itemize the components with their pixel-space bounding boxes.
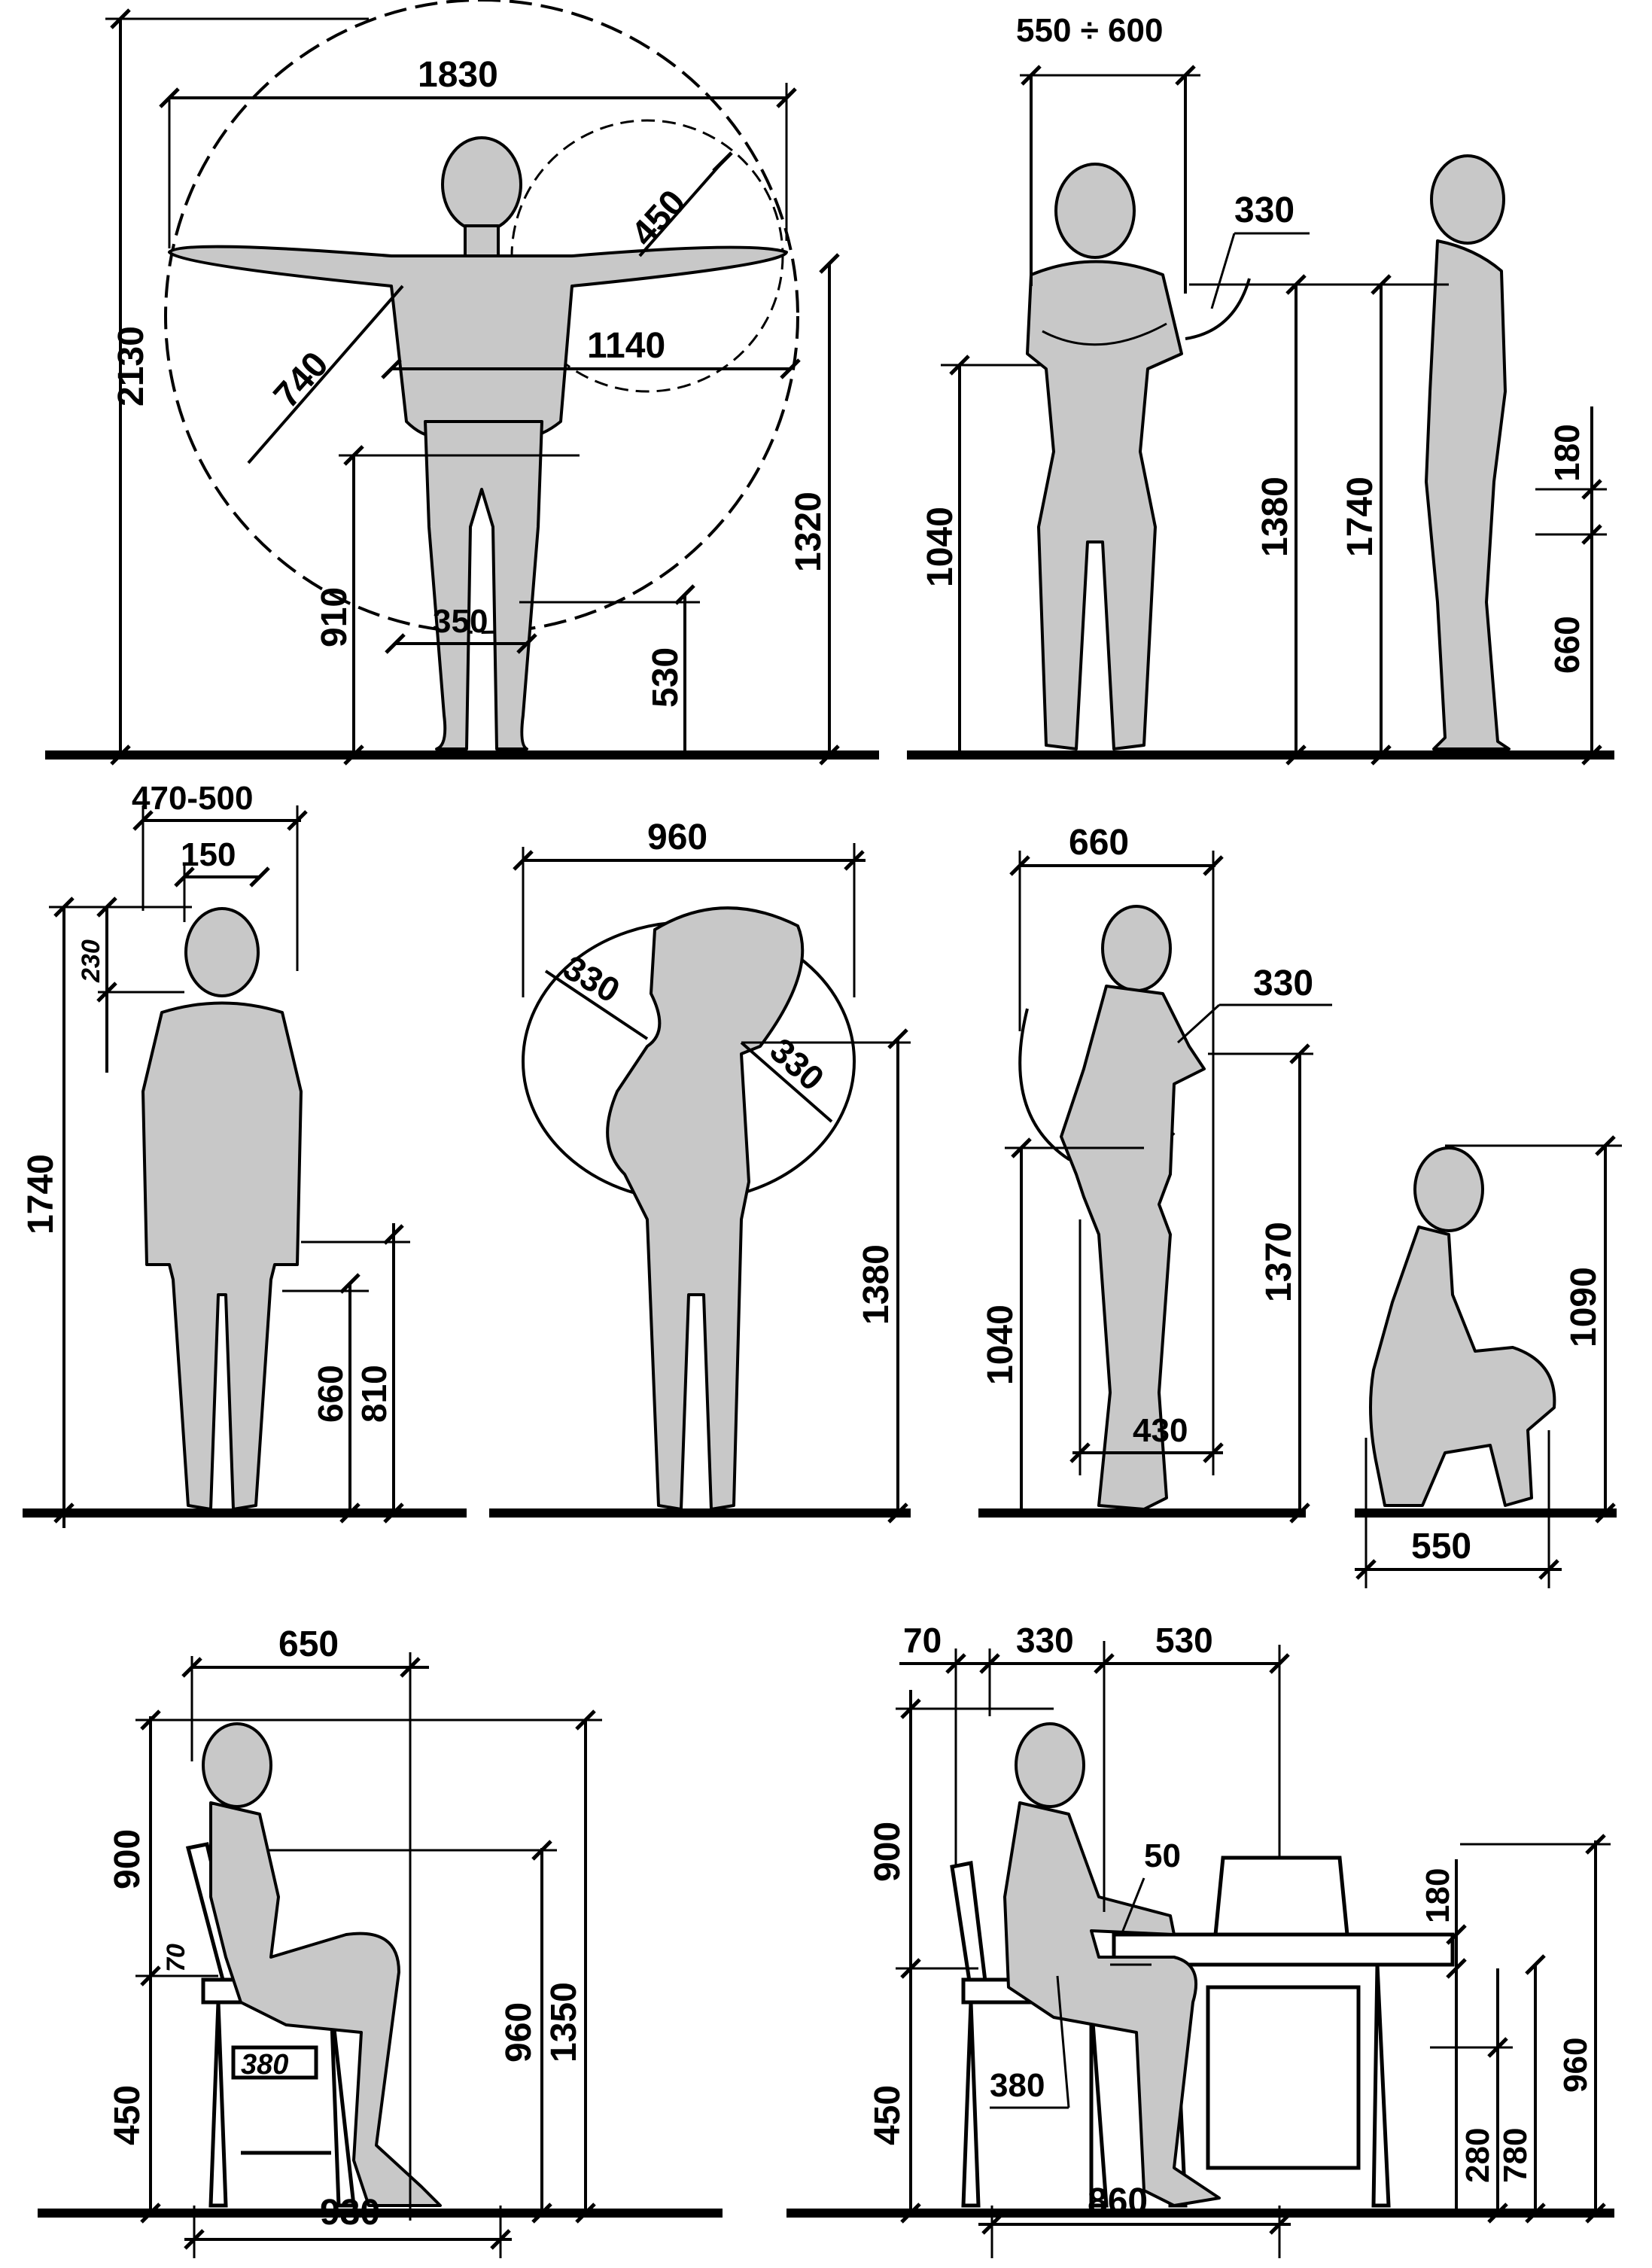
dim-shoulder-height: 1380 — [856, 1244, 896, 1325]
dim-seat-thickness: 70 — [162, 1944, 190, 1972]
panel-squatting: 1090 550 — [1355, 1137, 1622, 1588]
dim-head-height: 900 — [868, 1822, 908, 1882]
dim-screen-height: 960 — [1557, 2038, 1594, 2093]
standing-figure-arms-out — [168, 136, 788, 750]
dim-knee-clearance: 280 — [1459, 2128, 1496, 2183]
panel-seated-desk: 900 450 70 330 530 50 380 180 280 780 96… — [786, 1621, 1614, 2258]
dim-arm-span: 1830 — [418, 55, 498, 95]
dim-knee-depth: 650 — [278, 1624, 339, 1664]
dim-shoulder-height: 1320 — [789, 492, 829, 572]
dim-elbow-height: 1040 — [981, 1304, 1021, 1385]
dim-height-total: 2130 — [111, 326, 151, 406]
seated-figure — [202, 1722, 442, 2207]
dim-head-width: 150 — [181, 836, 236, 873]
dim-fingertip-height: 810 — [354, 1365, 394, 1423]
dim-segment-lower: 660 — [1547, 616, 1587, 674]
dim-elbow-span: 1140 — [587, 326, 665, 366]
dim-depth: 660 — [1069, 823, 1129, 863]
seated-figure — [1003, 1722, 1221, 2207]
dim-elbow-height: 1040 — [920, 507, 960, 587]
reach-circle — [164, 0, 799, 634]
dim-diagonal: 740 — [266, 344, 336, 416]
dim-segment-upper: 180 — [1547, 424, 1587, 482]
dim-desk-thickness: 180 — [1419, 1868, 1456, 1923]
dim-shoulder-height: 960 — [499, 2002, 539, 2063]
panel-side-arm: 660 330 1040 1370 430 — [978, 823, 1332, 1522]
dim-head-width-range: 470-500 — [132, 780, 253, 817]
squatting-figure — [1369, 1146, 1556, 1507]
dim-height: 1090 — [1564, 1267, 1604, 1347]
dim-total-height: 1740 — [21, 1154, 61, 1234]
dim-total-depth: 860 — [1088, 2181, 1148, 2221]
dim-width: 960 — [647, 817, 707, 857]
dim-face-height: 230 — [77, 939, 105, 983]
panel-hand-on-head: 960 330 330 1380 — [489, 817, 911, 1522]
panel-seated-chair: 380 900 450 70 650 960 1350 930 — [38, 1624, 723, 2258]
arm-reach-arc — [1185, 278, 1251, 340]
dim-body-width: 550 ÷ 600 — [1016, 12, 1163, 49]
panel-front-standing: 470-500 150 230 1740 660 810 — [21, 780, 467, 1528]
panel-crossed-arms: 550 ÷ 600 330 1040 1380 1740 180 660 — [907, 12, 1614, 764]
dim-seat-depth: 380 — [990, 2067, 1045, 2104]
dim-reach-radius: 450 — [624, 182, 694, 254]
dim-shoulder-height: 1380 — [1255, 476, 1295, 557]
dim-radius: 330 — [1253, 964, 1313, 1003]
profile-figure-standing — [1425, 154, 1511, 750]
dim-desk-height: 780 — [1497, 2128, 1534, 2183]
dim-total-depth: 930 — [320, 2193, 380, 2233]
dim-radius-right: 330 — [762, 1030, 832, 1098]
dim-clearance: 50 — [1144, 1837, 1181, 1874]
dim-head-height: 900 — [108, 1829, 148, 1889]
dim-feet-width: 350 — [433, 603, 488, 640]
standing-figure-crossed-arms — [1026, 163, 1183, 750]
dim-foot-depth: 430 — [1133, 1412, 1188, 1449]
dim-seat-depth: 380 — [241, 2049, 288, 2081]
side-standing-figure — [1060, 905, 1206, 1511]
dim-seat-height: 450 — [868, 2085, 908, 2145]
dim-torso-depth: 330 — [1016, 1621, 1074, 1660]
dim-seat-height: 450 — [108, 2085, 148, 2145]
dim-knee-height: 530 — [646, 647, 686, 708]
standing-figure-front — [141, 907, 303, 1511]
dim-arm-radius: 330 — [1234, 190, 1295, 230]
dim-total-height: 1740 — [1340, 476, 1380, 557]
panel-arm-span: 2130 1830 450 740 1140 1320 910 350 530 — [45, 0, 879, 764]
dim-wrist-height: 660 — [311, 1365, 350, 1423]
dim-desk-depth: 530 — [1155, 1621, 1213, 1660]
dim-shoulder-height: 1370 — [1259, 1222, 1299, 1302]
dim-depth: 550 — [1411, 1527, 1471, 1566]
standing-figure-hand-on-head — [606, 906, 805, 1511]
dim-hand-height: 910 — [315, 587, 354, 647]
dim-total-height: 1350 — [544, 1982, 584, 2063]
dim-back-offset: 70 — [903, 1621, 942, 1660]
